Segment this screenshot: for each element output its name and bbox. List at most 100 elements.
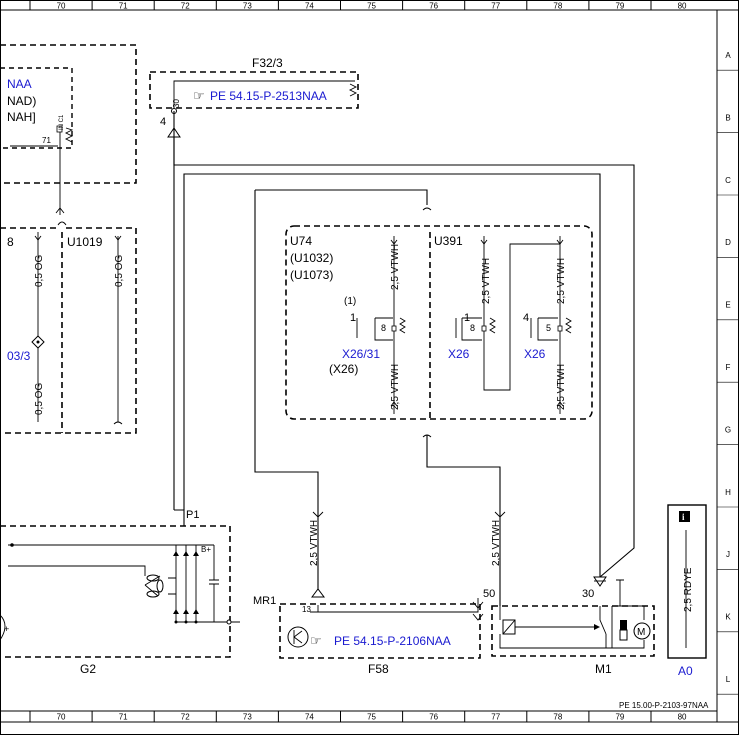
- starter-m1: 50 30 M M1: [483, 576, 655, 676]
- u391-pin-a-inner: 8: [470, 323, 475, 333]
- row-letter: K: [725, 613, 731, 622]
- column-number: 78: [553, 713, 562, 722]
- u1019-label: U1019: [67, 235, 103, 249]
- column-number: 76: [429, 2, 438, 11]
- u74-wire-bottom: 2,5 VTWH: [390, 364, 401, 410]
- left-module-ref-1: NAA: [7, 77, 32, 91]
- module-8-wire-top: 0,5 OG: [34, 255, 45, 287]
- column-number: 70: [57, 713, 66, 722]
- alternator-g2: P1 B+ + G2: [0, 509, 240, 676]
- u74-u391-box: [285, 225, 593, 420]
- u74-alt-1: (U1032): [290, 251, 333, 265]
- column-number: 74: [305, 2, 314, 11]
- u391-label: U391: [434, 234, 463, 248]
- f32-label: F32/3: [252, 56, 283, 70]
- column-number: 74: [305, 713, 314, 722]
- u391-pin-b-outer: 4: [523, 312, 529, 324]
- m1-pin-50: 50: [483, 588, 495, 600]
- column-number: 80: [678, 2, 687, 11]
- doc-reference: PE 15.00-P-2103-97NAA: [619, 701, 709, 710]
- f58-wire-left: 2,5 VTWH: [309, 520, 320, 566]
- info-icon-glyph: i: [682, 512, 685, 522]
- u391-wire-right-bottom: 2,5 VTWH: [556, 364, 567, 410]
- g2-terminal: P1: [186, 509, 199, 521]
- column-number: 80: [678, 713, 687, 722]
- column-number: 79: [615, 713, 624, 722]
- row-letter: L: [726, 675, 731, 684]
- column-number: 76: [429, 713, 438, 722]
- u74-wire-top: 2,5 VTWH: [390, 244, 401, 290]
- u391-wire-right-top: 2,5 VTWH: [556, 258, 567, 304]
- f58-pin: 13: [302, 605, 311, 614]
- left-module-ref-3: NAH]: [7, 110, 36, 124]
- left-module-connector: IN C1: [59, 114, 65, 130]
- row-letter: J: [726, 550, 730, 559]
- left-module-ref-2: NAD): [7, 94, 36, 108]
- u74-alt-2: (U1073): [290, 268, 333, 282]
- column-number: 77: [491, 2, 500, 11]
- row-letter: E: [725, 301, 730, 310]
- u391-connector-b: X26: [524, 347, 546, 361]
- column-number: 72: [181, 713, 190, 722]
- column-ruler-bottom: 70 71 72 73 74 75 76 77 78 79 80: [29, 711, 687, 722]
- m1-pin-30: 30: [582, 588, 594, 600]
- u74-variant-pin: (1): [344, 296, 356, 307]
- column-number: 71: [119, 2, 128, 11]
- u74-connector-alt: (X26): [329, 362, 358, 376]
- column-number: 70: [57, 2, 66, 11]
- module-8-connector: 03/3: [7, 349, 31, 363]
- u74-label: U74: [290, 234, 312, 248]
- module-8-box: 8 0,5 OG 03/3 0,5 OG U1019 0,5 OG: [0, 221, 137, 434]
- m1-label: M1: [595, 662, 612, 676]
- u391-connector-a: X26: [448, 347, 470, 361]
- pointing-hand-icon: ☞: [310, 633, 322, 648]
- f58-label: F58: [368, 662, 389, 676]
- a0-wire: 2,5 RDYE: [683, 567, 694, 612]
- column-number: 71: [119, 713, 128, 722]
- f32-pin: 30: [172, 99, 181, 108]
- u74-pin-inner: 8: [381, 323, 386, 333]
- u74-connector: X26/31: [342, 347, 380, 361]
- pointing-hand-icon: ☞: [193, 88, 205, 103]
- g2-label: G2: [80, 662, 96, 676]
- column-number: 73: [243, 713, 252, 722]
- u74-pin-outer: 1: [350, 312, 356, 324]
- f58-ref-link[interactable]: PE 54.15-P-2106NAA: [334, 634, 451, 648]
- f32-ref-link[interactable]: PE 54.15-P-2513NAA: [210, 89, 327, 103]
- row-letter: G: [725, 425, 731, 434]
- u74-module: U74 (U1032) (U1073) 2,5 VTWH (1) 1 8 X26…: [290, 234, 406, 414]
- left-module-pin: 71: [42, 136, 51, 145]
- column-number: 72: [181, 2, 190, 11]
- info-icon: [679, 511, 690, 522]
- column-number: 77: [491, 713, 500, 722]
- column-number: 73: [243, 2, 252, 11]
- column-number: 75: [367, 713, 376, 722]
- row-letter: D: [725, 238, 731, 247]
- row-letter: F: [726, 363, 731, 372]
- main-wires: [173, 111, 635, 606]
- f32-terminal: 4: [160, 116, 166, 128]
- g2-bplus: B+: [201, 545, 211, 554]
- module-8-wire-bottom: 0,5 OG: [34, 383, 45, 415]
- fuse-f32-3: F32/3 ☞ PE 54.15-P-2513NAA 30 4: [149, 56, 359, 138]
- m1-motor-symbol: M: [637, 627, 645, 638]
- row-letter: H: [725, 488, 731, 497]
- u391-module: U391 2,5 VTWH 1 8 X26 2,5 VTWH 4 5 X26 2…: [434, 234, 572, 414]
- relay-f58: 2,5 VTWH MR1 13 ☞ PE 54.15-P-2106NAA F58…: [253, 511, 506, 676]
- g2-partial-symbol: +: [4, 624, 9, 634]
- row-letter: B: [725, 113, 730, 122]
- a0-info-box: i 2,5 RDYE A0: [667, 504, 707, 678]
- u391-pin-b-inner: 5: [546, 323, 551, 333]
- column-number: 78: [553, 2, 562, 11]
- row-letter: A: [725, 51, 731, 60]
- column-number: 75: [367, 2, 376, 11]
- left-control-module: NAA NAD) NAH] 71 IN C1: [0, 44, 137, 215]
- module-8-label: 8: [7, 235, 14, 249]
- u1019-wire: 0,5 OG: [114, 255, 125, 287]
- a0-label: A0: [678, 664, 693, 678]
- f58-wire-right: 2,5 VTWH: [491, 520, 502, 566]
- row-letter: C: [725, 176, 731, 185]
